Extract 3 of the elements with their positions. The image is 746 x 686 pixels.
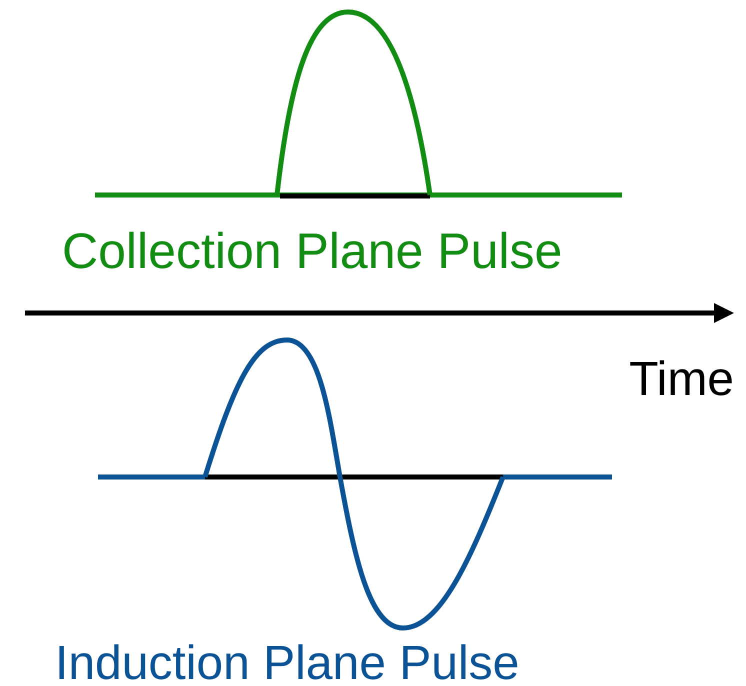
axis-label: Time [629, 356, 734, 404]
pulse-label: Collection Plane Pulse [62, 226, 562, 276]
pulse-label: Induction Plane Pulse [55, 640, 520, 686]
